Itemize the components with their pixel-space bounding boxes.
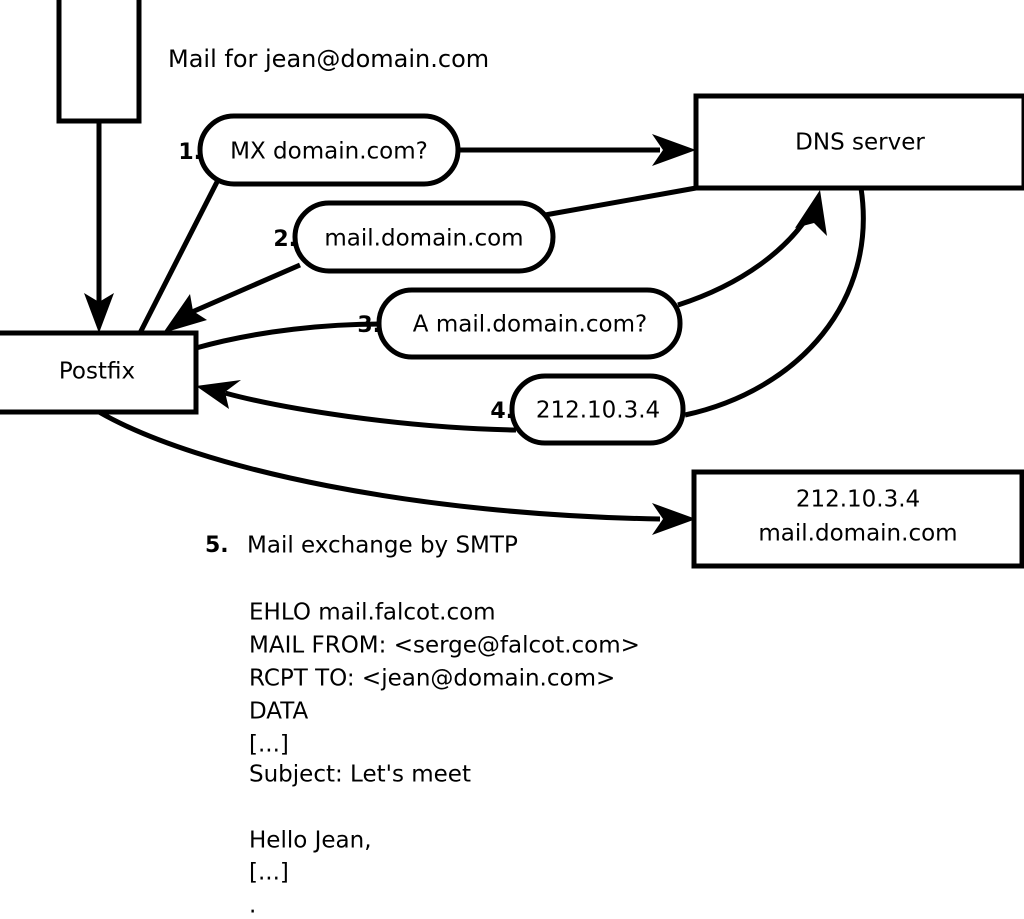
transcript-line-6: Subject: Let's meet <box>249 762 471 788</box>
step-2-number: 2. <box>273 227 297 252</box>
step-4-bubble[interactable]: 212.10.3.4 <box>509 373 686 446</box>
step-1-bubble[interactable]: MX domain.com? <box>197 113 461 187</box>
step-4-number: 4. <box>490 399 514 424</box>
step-3-label: A mail.domain.com? <box>413 312 647 338</box>
connector-sender-to-postfix <box>84 121 114 333</box>
transcript-line-8: Hello Jean, <box>249 828 372 854</box>
transcript-line-4: DATA <box>249 699 309 725</box>
dns-server-label: DNS server <box>795 130 925 156</box>
step-2-bubble[interactable]: mail.domain.com <box>292 200 556 274</box>
postfix-node[interactable]: Postfix <box>0 330 199 415</box>
transcript-line-10: . <box>249 893 256 919</box>
connector-bubble1-to-dns <box>458 134 696 166</box>
connector-postfix-to-target <box>97 409 696 535</box>
step-5-label: Mail exchange by SMTP <box>247 533 518 559</box>
connector-bubble2-to-postfix <box>163 262 301 333</box>
transcript-line-5: [...] <box>249 732 289 758</box>
step-2-label: mail.domain.com <box>324 226 523 252</box>
transcript-line-9: [...] <box>249 860 289 886</box>
target-server-ip: 212.10.3.4 <box>796 487 920 513</box>
transcript-line-3: RCPT TO: <jean@domain.com> <box>249 666 615 692</box>
connector-bubble4-to-postfix <box>196 380 517 433</box>
target-server-node[interactable]: 212.10.3.4 mail.domain.com <box>691 469 1024 569</box>
step-1-number: 1. <box>178 140 202 165</box>
step-5-number: 5. <box>205 533 229 558</box>
step-4-label: 212.10.3.4 <box>536 398 660 424</box>
step-1-label: MX domain.com? <box>230 139 428 165</box>
transcript-line-2: MAIL FROM: <serge@falcot.com> <box>249 633 640 659</box>
step-3-number: 3. <box>357 313 381 338</box>
connector-bubble3-to-dns <box>677 190 827 308</box>
connector-dns-to-bubble2 <box>544 185 697 218</box>
target-server-host: mail.domain.com <box>758 521 957 547</box>
sender-box[interactable] <box>56 0 142 124</box>
step-3-bubble[interactable]: A mail.domain.com? <box>376 287 683 360</box>
postfix-label: Postfix <box>59 359 135 385</box>
diagram-title: Mail for jean@domain.com <box>168 45 489 73</box>
connector-dns-to-bubble4 <box>684 187 866 418</box>
connector-postfix-to-bubble1 <box>137 178 221 335</box>
dns-server-node[interactable]: DNS server <box>693 93 1024 191</box>
connector-postfix-to-bubble3 <box>195 321 382 351</box>
transcript-line-1: EHLO mail.falcot.com <box>249 600 496 626</box>
